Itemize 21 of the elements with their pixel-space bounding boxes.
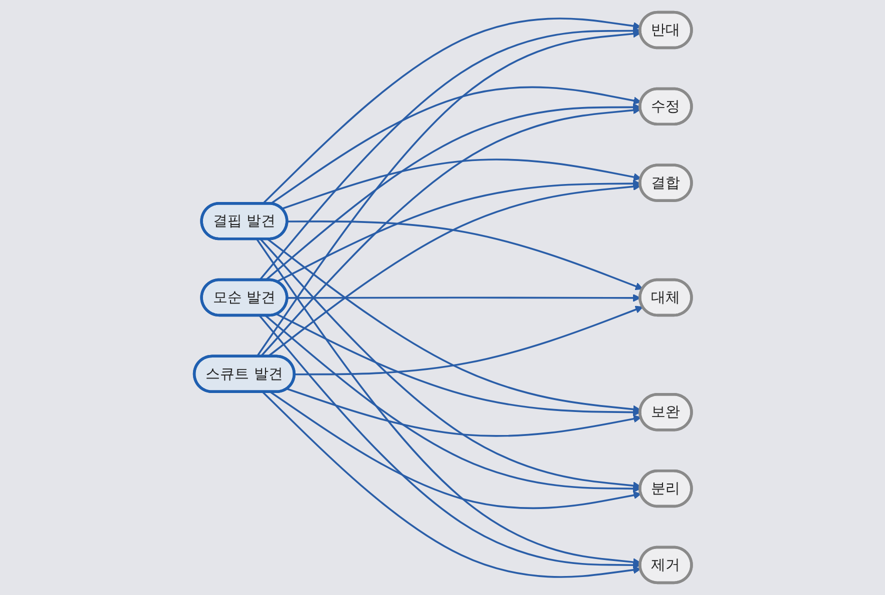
arrow — [256, 238, 640, 566]
arrow — [262, 391, 641, 578]
arrow — [258, 315, 640, 570]
arrow — [286, 220, 643, 290]
arrow — [270, 391, 641, 510]
arrow — [264, 315, 640, 493]
arrow — [270, 86, 641, 205]
arrow — [256, 30, 640, 358]
arrow — [264, 103, 640, 281]
arrow — [276, 180, 640, 283]
arrow — [281, 158, 641, 210]
arrow — [286, 294, 640, 302]
arrow — [260, 238, 640, 490]
arrow — [294, 306, 643, 376]
arrow — [260, 106, 640, 358]
arrow — [266, 182, 640, 358]
arrow — [286, 388, 641, 437]
arrow — [258, 26, 640, 281]
arrow — [266, 238, 640, 414]
arrow — [276, 313, 640, 416]
arrow — [262, 18, 641, 204]
